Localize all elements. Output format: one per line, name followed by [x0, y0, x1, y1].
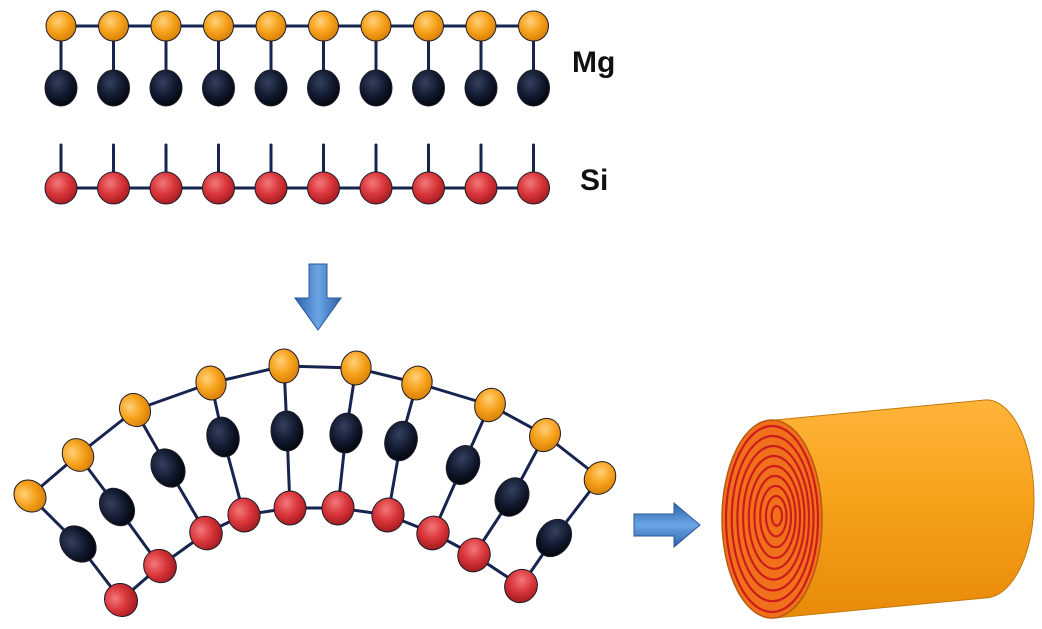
orange-atom [340, 350, 372, 386]
red-atom [143, 548, 177, 584]
spiral-ring [741, 454, 806, 581]
si-label: Si [580, 164, 609, 197]
dark-atom [464, 69, 498, 107]
dark-atom [254, 69, 288, 107]
spiral-ring [770, 504, 784, 527]
red-atom [416, 515, 450, 551]
red-atom [504, 568, 538, 604]
red-atom [189, 515, 223, 551]
dark-atom [98, 487, 136, 527]
mg-label: Mg [572, 46, 616, 79]
spiral-ring [764, 494, 788, 538]
orange-atom [268, 348, 300, 384]
nanotube-spiral [724, 424, 820, 614]
orange-atom [583, 461, 617, 495]
red-atom [457, 537, 491, 573]
orange-atom [413, 10, 444, 42]
dark-atom [270, 410, 304, 452]
dark-atom [359, 69, 393, 107]
mg-layer [44, 10, 550, 107]
red-atom [97, 171, 130, 205]
spiral-ring [759, 484, 793, 549]
dark-atom [412, 69, 445, 107]
orange-atom [465, 10, 497, 42]
red-atom [273, 490, 307, 526]
dark-atom [445, 445, 481, 485]
dark-atom [384, 420, 418, 462]
spiral-ring [753, 474, 797, 560]
orange-atom [195, 365, 227, 401]
red-atom [103, 582, 139, 618]
red-atom [517, 171, 550, 205]
red-atom [321, 490, 355, 526]
spiral-ring [736, 444, 811, 592]
dark-atom [149, 69, 183, 107]
orange-atom [150, 10, 182, 42]
orange-atom [360, 10, 392, 42]
orange-atom [308, 10, 339, 42]
dark-atom [494, 477, 530, 517]
si-layer [44, 143, 550, 205]
orange-atom [255, 10, 287, 42]
dark-atom [206, 416, 240, 458]
rolled-nanotube [721, 399, 1035, 619]
orange-atom [98, 10, 129, 42]
dark-atom [307, 69, 340, 107]
red-atom [202, 171, 235, 205]
curved-bilayer-sheet [13, 348, 617, 618]
orange-atom [401, 365, 433, 401]
dark-atom [535, 518, 573, 558]
spiral-ring [724, 424, 820, 614]
dark-atom [202, 69, 235, 107]
red-atom [254, 171, 288, 205]
red-atom [227, 497, 261, 533]
orange-atom [474, 387, 506, 423]
right-arrow-icon [633, 501, 701, 549]
dark-atom [59, 525, 97, 563]
orange-atom [203, 10, 234, 42]
down-arrow-icon [294, 263, 342, 331]
dark-atom [329, 412, 363, 454]
orange-atom [518, 10, 549, 42]
red-atom [149, 171, 183, 205]
orange-atom [13, 479, 47, 513]
dark-atom [97, 69, 130, 107]
dark-atom [150, 448, 186, 488]
red-atom [307, 171, 340, 205]
dark-atom [44, 69, 78, 107]
spiral-ring [747, 464, 802, 570]
red-atom [371, 497, 405, 533]
nanotube-body [774, 399, 1035, 619]
red-atom [44, 171, 78, 205]
orange-atom [118, 392, 152, 428]
orange-atom [61, 438, 95, 472]
red-atom [412, 171, 445, 205]
red-atom [464, 171, 498, 205]
orange-atom [529, 417, 561, 453]
red-atom [359, 171, 393, 205]
dark-atom [517, 69, 550, 107]
orange-atom [45, 10, 77, 42]
spiral-ring [730, 434, 815, 603]
